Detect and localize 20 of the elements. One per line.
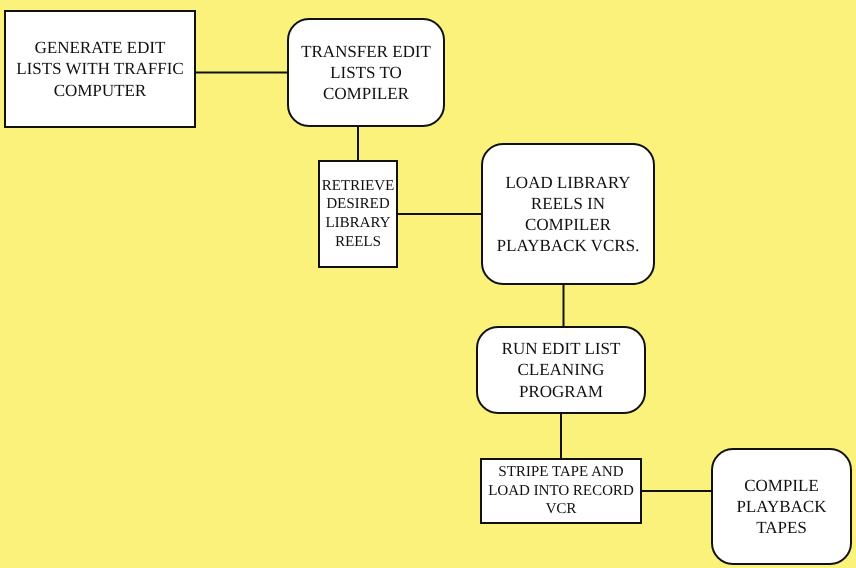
connector-line — [398, 213, 481, 215]
rounded-process-box — [711, 448, 852, 565]
connector-line — [642, 490, 711, 492]
step-text: TRANSFER EDIT LISTS TO COMPILER — [300, 40, 432, 104]
rounded-process-box — [476, 326, 646, 414]
step-text: COMPILE PLAYBACK TAPES — [735, 474, 828, 538]
connector-line — [562, 285, 564, 326]
connector-line — [196, 72, 287, 74]
step-text: RUN EDIT LIST CLEANING PROGRAM — [500, 338, 622, 402]
connector-line — [357, 127, 359, 160]
process-box — [480, 458, 642, 524]
step-text: GENERATE EDIT LISTS WITH TRAFFIC COMPUTER — [15, 37, 185, 101]
connector-line — [560, 414, 562, 458]
step-text: STRIPE TAPE AND LOAD INTO RECORD VCR — [488, 462, 634, 520]
process-box — [318, 160, 398, 268]
step-text: RETRIEVE DESIRED LIBRARY REELS — [322, 176, 394, 252]
rounded-process-box — [287, 18, 445, 127]
process-box — [4, 10, 196, 128]
step-text: LOAD LIBRARY REELS IN COMPILER PLAYBACK VCRS. — [496, 172, 640, 256]
rounded-process-box — [481, 143, 655, 285]
